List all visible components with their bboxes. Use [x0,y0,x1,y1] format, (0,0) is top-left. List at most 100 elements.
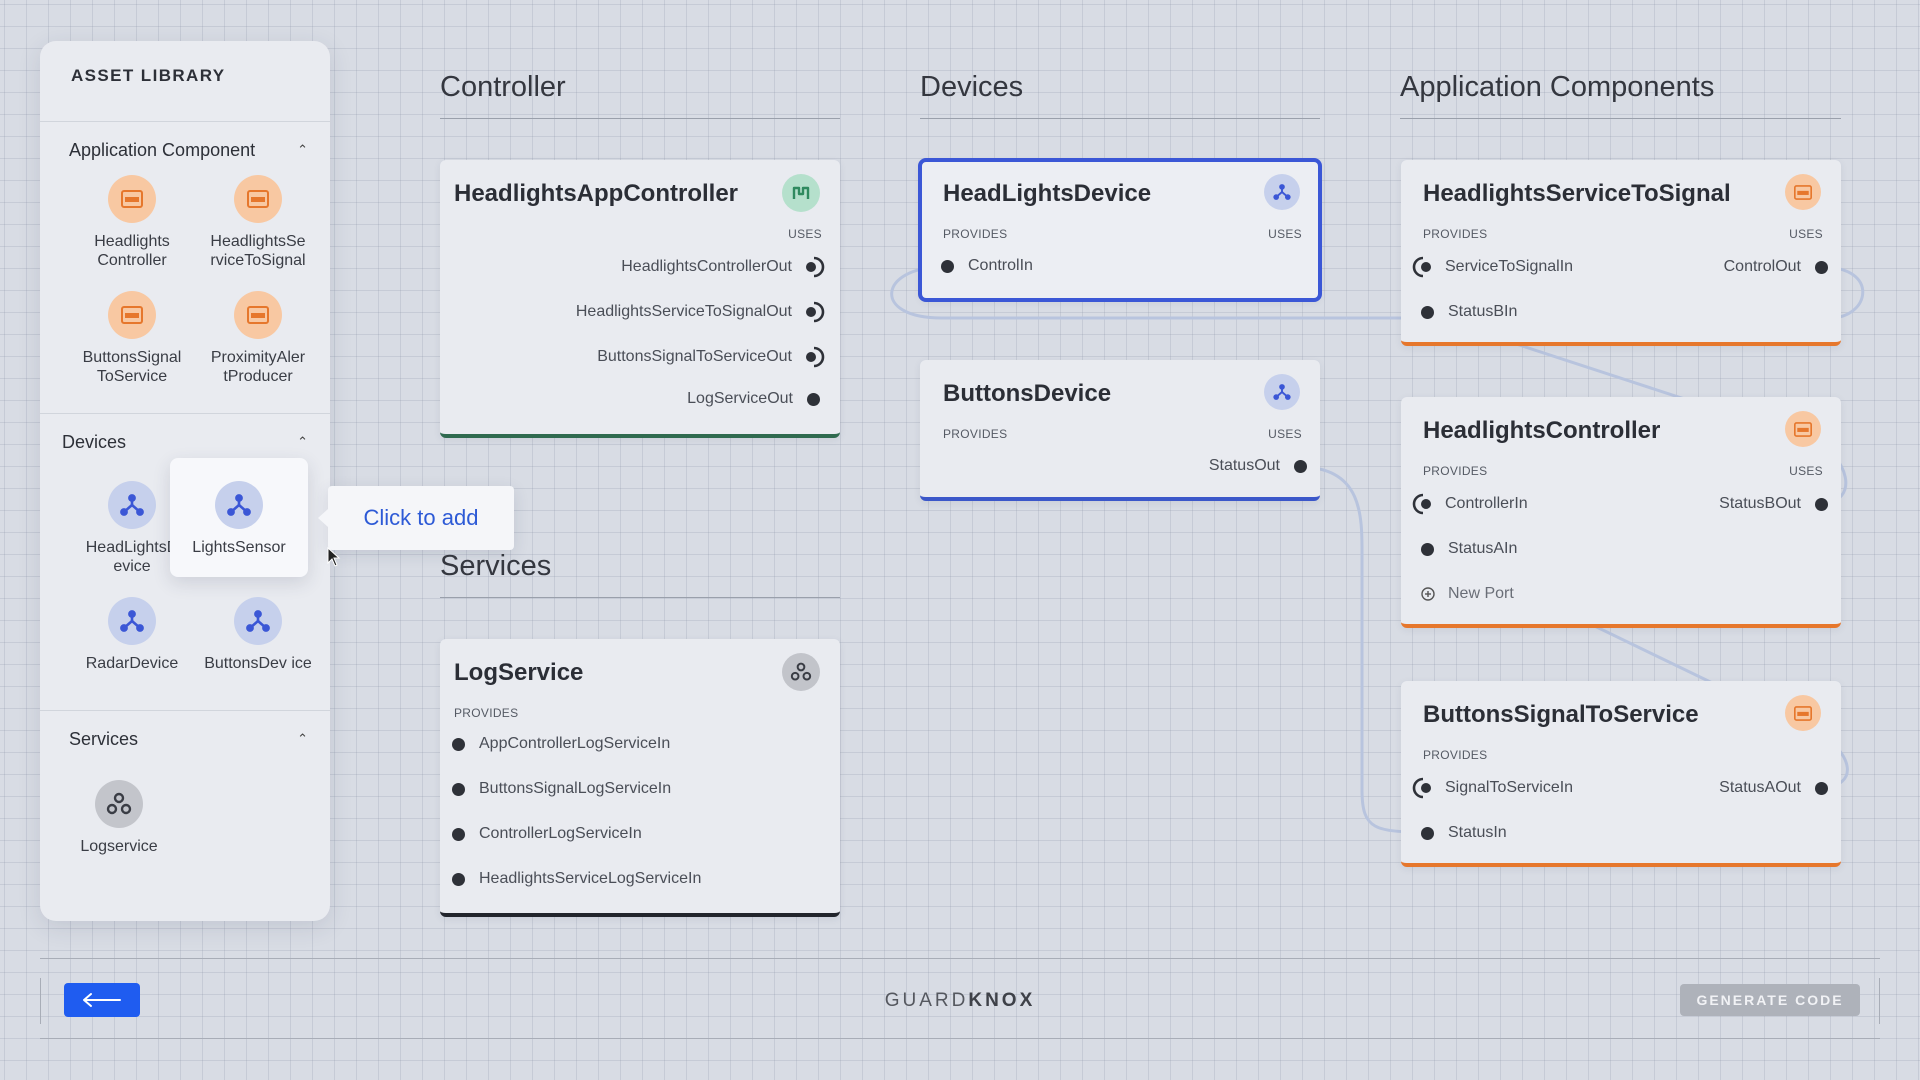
port-status-b-in[interactable]: StatusBIn [1421,303,1517,321]
arrow-left-icon [83,993,121,1007]
port-label: StatusOut [1208,457,1280,474]
port-label: ControllerIn [1445,495,1528,512]
footer-divider-left [40,978,41,1024]
port-label: HeadlightsServiceToSignalOut [575,303,792,320]
port-dot-icon [1421,826,1434,840]
socket-out-icon [806,301,825,323]
port-dot-icon [807,392,820,406]
device-hub-icon [234,597,282,645]
item-label: Logservice [80,838,158,855]
library-item-radar-device[interactable]: RadarDevice [62,597,202,673]
provides-caption: PROVIDES [943,427,1008,441]
card-headlights-device[interactable]: HeadLightsDevice PROVIDES USES ControlIn [918,158,1322,302]
port-status-a-in[interactable]: StatusAIn [1421,540,1517,558]
card-headlights-service-to-signal[interactable]: HeadlightsServiceToSignal PROVIDES USES … [1401,160,1841,346]
footer-divider-top [40,958,1880,959]
section-header-services[interactable]: Services ⌃ [40,710,330,768]
library-item-buttons-device[interactable]: ButtonsDev ice [188,597,328,673]
asset-library-panel: ASSET LIBRARY Application Component ⌃ He… [40,41,330,921]
library-item-proximity-alert-producer[interactable]: ProximityAler tProducer [188,291,328,386]
port-label: HeadlightsControllerOut [621,258,792,275]
card-log-service[interactable]: LogService PROVIDES AppControllerLogServ… [440,639,840,917]
library-item-headlights-service-to-signal[interactable]: HeadlightsSe rviceToSignal [188,175,328,270]
card-headlights-controller[interactable]: HeadlightsController PROVIDES USES Contr… [1401,397,1841,628]
back-button[interactable] [64,983,140,1017]
port-buttons-signal-log-service-in[interactable]: ButtonsSignalLogServiceIn [452,780,671,798]
device-hub-icon [108,597,156,645]
library-item-lights-sensor[interactable]: LightsSensor [170,458,308,577]
port-dot-icon [1815,497,1828,511]
port-label: ButtonsSignalToServiceOut [597,348,792,365]
app-component-icon [1785,695,1821,731]
port-headlights-service-log-service-in[interactable]: HeadlightsServiceLogServiceIn [452,870,701,888]
port-signal-to-service-in[interactable]: SignalToServiceIn [1411,776,1573,800]
tooltip-text: Click to add [363,505,479,530]
port-dot-icon [1421,542,1434,556]
socket-out-icon [806,256,825,278]
provides-caption: PROVIDES [454,706,519,720]
controller-icon [782,174,820,212]
socket-out-icon [806,346,825,368]
port-dot-icon [1815,781,1828,795]
port-controller-log-service-in[interactable]: ControllerLogServiceIn [452,825,642,843]
card-buttons-device[interactable]: ButtonsDevice PROVIDES USES StatusOut [920,360,1320,501]
add-new-port-button[interactable]: New Port [1421,585,1514,603]
card-title: HeadlightsServiceToSignal [1423,180,1731,207]
card-title: LogService [454,659,584,686]
section-header-devices[interactable]: Devices ⌃ [40,413,330,471]
column-header-services: Services [440,550,840,598]
port-buttons-signal-to-service-out[interactable]: ButtonsSignalToServiceOut [597,345,826,369]
port-status-in[interactable]: StatusIn [1421,824,1507,842]
device-hub-icon [1264,174,1300,210]
library-item-buttons-signal-to-service[interactable]: ButtonsSignal ToService [62,291,202,386]
item-label: ButtonsDev ice [204,655,312,672]
port-control-out[interactable]: ControlOut [1724,258,1828,276]
plus-circle-icon [1421,587,1435,601]
port-label: ButtonsSignalLogServiceIn [479,780,672,797]
provides-caption: PROVIDES [1423,464,1488,478]
library-item-logservice[interactable]: Logservice [54,780,184,856]
section-header-application-component[interactable]: Application Component ⌃ [40,121,330,179]
port-app-controller-log-service-in[interactable]: AppControllerLogServiceIn [452,735,670,753]
footer-divider-right [1879,978,1880,1024]
port-headlights-controller-out[interactable]: HeadlightsControllerOut [621,255,826,279]
section-label: Application Component [69,140,256,160]
port-dot-icon [941,259,954,273]
card-title: ButtonsDevice [943,380,1112,407]
port-dot-icon [1421,305,1434,319]
app-component-icon [234,291,282,339]
port-headlights-service-to-signal-out[interactable]: HeadlightsServiceToSignalOut [576,300,826,324]
port-label: StatusBIn [1448,303,1518,320]
port-control-in[interactable]: ControlIn [941,257,1033,275]
service-cluster-icon [782,653,820,691]
library-item-headlights-controller[interactable]: Headlights Controller [62,175,202,270]
port-dot-icon [452,827,465,841]
uses-caption: USES [1789,227,1823,241]
port-label: SignalToServiceIn [1445,779,1574,796]
brand-bold-text: KNOX [968,990,1036,1011]
library-title: ASSET LIBRARY [71,66,226,85]
app-component-icon [108,175,156,223]
card-headlights-app-controller[interactable]: HeadlightsAppController USES HeadlightsC… [440,160,840,438]
port-service-to-signal-in[interactable]: ServiceToSignalIn [1411,255,1573,279]
app-component-icon [234,175,282,223]
library-item-headlights-device[interactable]: HeadLightsD evice [62,481,202,576]
column-header-controller: Controller [440,71,840,119]
card-buttons-signal-to-service[interactable]: ButtonsSignalToService PROVIDES SignalTo… [1401,681,1841,867]
port-controller-in[interactable]: ControllerIn [1411,492,1528,516]
port-dot-icon [452,872,465,886]
port-dot-icon [1815,260,1828,274]
port-status-a-out[interactable]: StatusAOut [1719,779,1828,797]
uses-caption: USES [1268,427,1302,441]
app-component-icon [108,291,156,339]
port-label: ServiceToSignalIn [1445,258,1574,275]
port-label: StatusBOut [1719,495,1801,512]
provides-caption: PROVIDES [943,227,1008,241]
chevron-up-icon: ⌃ [297,732,308,747]
port-status-b-out[interactable]: StatusBOut [1719,495,1828,513]
port-status-out[interactable]: StatusOut [1209,457,1307,475]
port-label: ControlOut [1723,258,1801,275]
generate-code-button[interactable]: GENERATE CODE [1680,984,1860,1016]
port-log-service-out[interactable]: LogServiceOut [687,390,820,408]
port-label: ControlIn [968,257,1033,274]
